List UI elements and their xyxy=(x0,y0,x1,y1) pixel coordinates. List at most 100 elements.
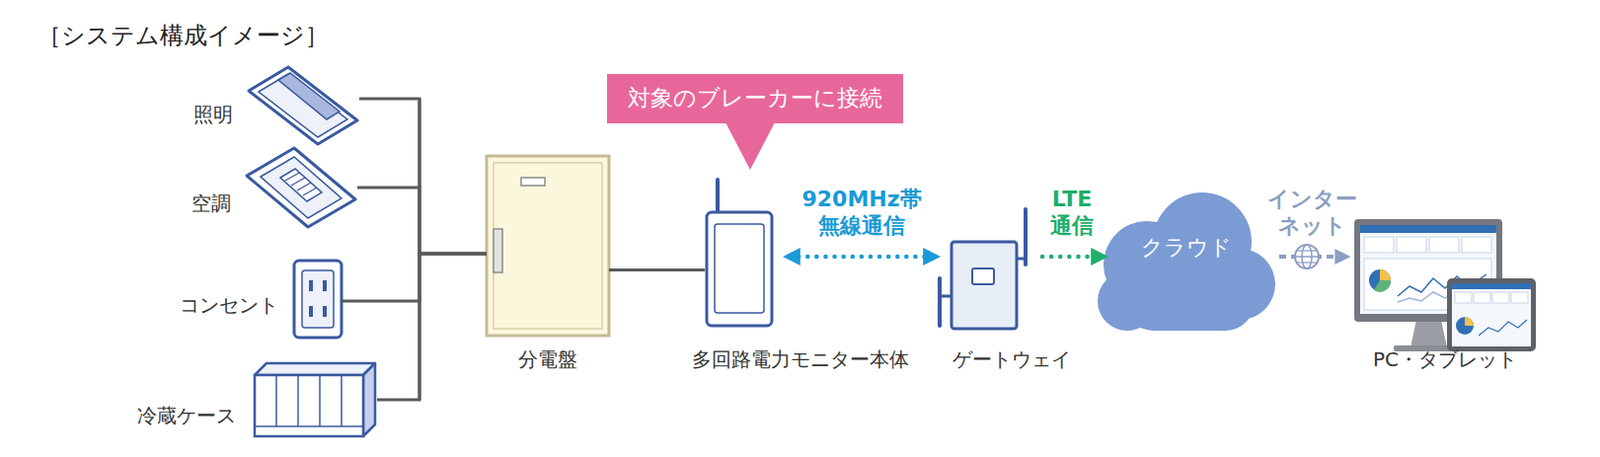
outlet-node: コンセント xyxy=(294,260,342,340)
drawing-stroke xyxy=(278,73,340,120)
drawing-stroke xyxy=(246,148,356,228)
box-text: 対象のブレーカーに接続 xyxy=(627,84,883,113)
drawing-stroke xyxy=(303,187,317,196)
drawing-stroke xyxy=(294,260,342,338)
drawing-stroke xyxy=(280,168,322,202)
drawing-stroke xyxy=(254,363,376,376)
drawing-stroke xyxy=(1023,209,1028,265)
drawing-stroke xyxy=(937,278,942,326)
drawing-stroke xyxy=(297,375,300,427)
gateway-node: ゲートウェイ xyxy=(949,239,1019,331)
drawing-stroke xyxy=(1455,316,1474,335)
drawing-stroke xyxy=(1451,283,1531,290)
drawing-stroke xyxy=(260,156,342,219)
drawing-stroke xyxy=(1296,249,1317,251)
cloud-shape xyxy=(1097,192,1276,331)
drawing-stroke xyxy=(308,280,313,292)
pc-tablet xyxy=(1354,219,1536,352)
drawing-stroke xyxy=(1364,236,1394,253)
drawing-stroke xyxy=(1295,255,1319,258)
monitor-device xyxy=(706,179,772,326)
aircon-node: 空調 xyxy=(246,148,358,229)
signal-arrow xyxy=(1042,254,1102,260)
aircon-icon xyxy=(246,148,356,228)
device-label: 照明 xyxy=(193,102,233,127)
light-icon xyxy=(248,67,358,145)
device-label: 多回路電力モニター本体 xyxy=(691,347,910,372)
drawing-stroke xyxy=(951,241,1017,329)
drawing-stroke xyxy=(706,212,772,326)
drawing-stroke xyxy=(275,375,278,427)
drawing-stroke xyxy=(1447,278,1536,352)
edge-label: インター ネット xyxy=(1267,186,1358,239)
drawing-stroke xyxy=(1473,292,1491,304)
drawing-stroke xyxy=(1396,236,1427,253)
drawing-stroke xyxy=(939,295,952,299)
drawing-stroke xyxy=(1429,236,1459,253)
drawing-stroke xyxy=(1451,283,1531,347)
drawing-stroke xyxy=(1296,261,1317,263)
drawing-stroke xyxy=(521,177,545,186)
drawing-stroke xyxy=(1461,236,1492,253)
drawing-stroke xyxy=(285,172,300,181)
edge-label: 920MHz帯 無線通信 xyxy=(801,186,921,239)
light-node: 照明 xyxy=(248,67,360,147)
drawing-stroke xyxy=(486,155,610,336)
gateway-device xyxy=(939,209,1026,329)
pc-node: PC・タブレット xyxy=(1352,219,1538,354)
device-label: コンセント xyxy=(179,293,279,317)
drawing-stroke xyxy=(318,375,321,427)
drawing-stroke xyxy=(1410,319,1448,348)
device-label: ゲートウェイ xyxy=(952,347,1071,372)
device-label: PC・タブレット xyxy=(1372,347,1518,372)
distribution-board-node: 分電盤 xyxy=(486,155,610,336)
drawing-stroke xyxy=(1379,269,1391,281)
drawing-stroke xyxy=(493,162,603,329)
drawing-stroke xyxy=(1464,316,1474,326)
power-wire xyxy=(359,98,487,254)
drawing-stroke xyxy=(972,268,994,285)
drawing-stroke xyxy=(254,375,364,437)
drawing-stroke xyxy=(1295,244,1319,269)
drawing-stroke xyxy=(1125,266,1254,331)
drawing-stroke xyxy=(1492,292,1510,304)
drawing-stroke xyxy=(1369,269,1391,292)
drawing-stroke xyxy=(322,280,327,292)
callout-pointer xyxy=(725,122,775,170)
drawing-stroke xyxy=(1360,225,1497,233)
globe-icon xyxy=(1295,244,1319,269)
drawing-stroke xyxy=(715,179,720,213)
device-label: 分電盤 xyxy=(518,347,578,372)
drawing-stroke xyxy=(322,305,327,317)
monitor-node: 多回路電力モニター本体 xyxy=(704,212,774,328)
drawing-stroke xyxy=(714,224,764,313)
device-label: 冷蔵ケース xyxy=(137,403,236,428)
drawing-stroke xyxy=(1360,225,1497,314)
drawing-stroke xyxy=(248,67,358,145)
power-wire xyxy=(609,268,705,272)
drawing-stroke xyxy=(308,305,313,317)
power-wire xyxy=(357,187,487,254)
drawing-stroke xyxy=(276,375,342,427)
drawing-stroke xyxy=(363,363,376,437)
drawing-stroke xyxy=(1454,292,1472,304)
drawing-stroke xyxy=(493,228,503,273)
box-text: クラウド xyxy=(1141,234,1232,261)
edge-label: LTE 通信 xyxy=(1050,186,1094,239)
drawing-stroke xyxy=(291,177,305,186)
distribution-board xyxy=(486,155,610,336)
drawing-stroke xyxy=(1511,292,1528,304)
fridge-node: 冷蔵ケース xyxy=(251,363,378,439)
drawing-stroke xyxy=(1373,280,1391,293)
drawing-stroke xyxy=(254,425,364,428)
drawing-stroke xyxy=(340,375,343,427)
signal-arrow xyxy=(789,254,934,260)
device-label: 空調 xyxy=(191,191,231,216)
cloud-node: クラウド xyxy=(1095,195,1278,332)
outlet-icon xyxy=(294,260,342,338)
callout-box: 対象のブレーカーに接続 xyxy=(607,74,904,124)
drawing-stroke xyxy=(258,74,348,138)
